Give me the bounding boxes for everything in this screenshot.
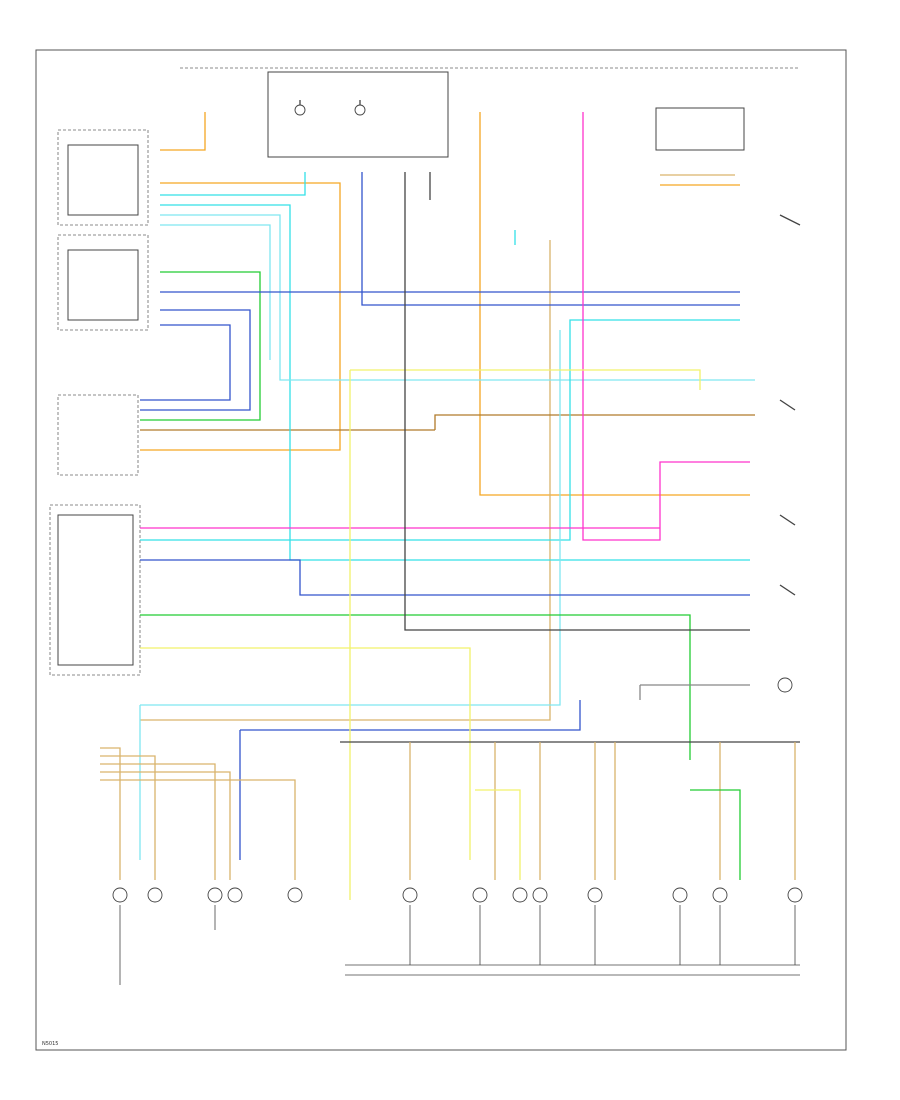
wire-harness [139, 112, 755, 900]
right-switches [777, 214, 801, 693]
diagram-frame [35, 49, 847, 1051]
instrument-panel-cluster [267, 71, 449, 158]
lamps-row [112, 887, 803, 903]
relay-box [655, 107, 745, 151]
diagram-code: N5015 [42, 1041, 58, 1047]
headlamp-switch [57, 514, 134, 666]
lamp-distribution [100, 741, 800, 880]
ground-bus [119, 905, 800, 985]
fuse-block-top [180, 67, 800, 158]
left-relays [49, 129, 149, 676]
